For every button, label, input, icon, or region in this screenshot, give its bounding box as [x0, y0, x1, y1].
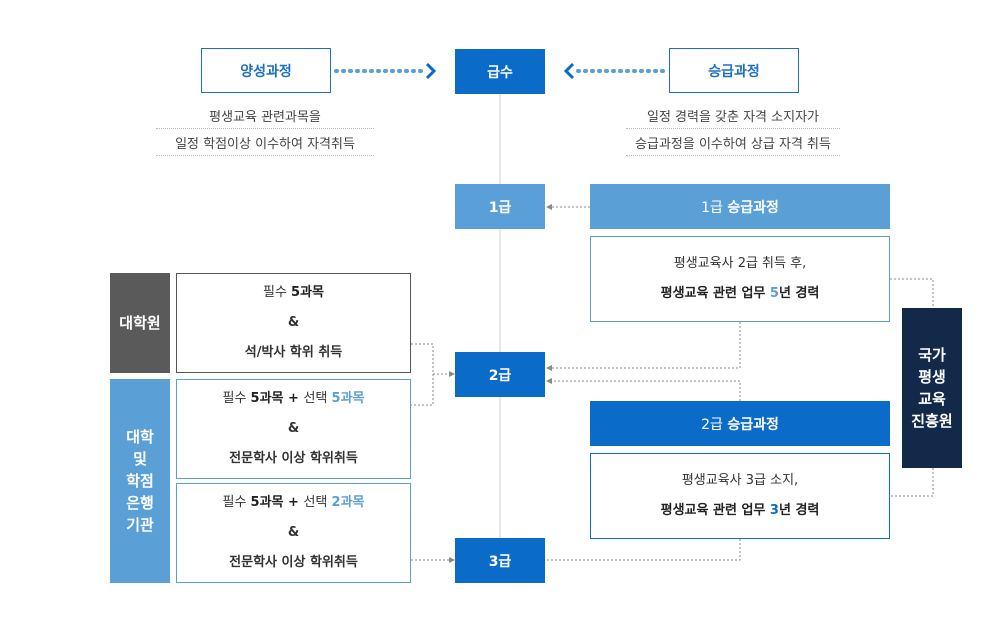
grad-req-must: 필수	[262, 285, 292, 300]
grade-3-label: 3급	[488, 553, 512, 570]
grad-school-label: 대학원	[119, 314, 161, 332]
grad-req-line-3: 석/박사 학위 취득	[244, 345, 343, 360]
univ3-req-card: 필수 5과목 + 선택 2과목 & 전문학사 이상 학위취득	[176, 483, 411, 583]
grade-header-box: 급수	[455, 49, 545, 94]
univ3-req-select: 선택	[303, 495, 332, 510]
g1-promo-line-2-tail: 년 경력	[778, 286, 820, 301]
g1-promo-line-2: 평생교육 관련 업무 5년 경력	[661, 279, 820, 309]
univ2-req-select-count: 5과목	[331, 391, 365, 406]
g1-promo-line-1: 평생교육사 2급 취득 후,	[673, 256, 807, 271]
univ2-req-line-3: 전문학사 이상 학위취득	[229, 451, 358, 466]
g1-promo-arrow	[546, 204, 552, 210]
grad-req-card: 필수 5과목 & 석/박사 학위 취득	[176, 273, 411, 373]
univ2-req-card: 필수 5과목 + 선택 5과목 & 전문학사 이상 학위취득	[176, 379, 411, 479]
agency-top-connector	[890, 278, 934, 308]
g2-promo-line-1: 평생교육사 3급 소지,	[681, 473, 799, 488]
g2-promo-header: 2급 승급과정	[590, 401, 890, 446]
agency-box: 국가 평생 교육 진흥원	[902, 308, 962, 468]
univ-line-5: 기관	[126, 516, 154, 534]
univ2-req-must-count: 5과목	[250, 391, 284, 406]
g2-promo-line-2: 평생교육 관련 업무 3년 경력	[661, 496, 820, 526]
grad-req-line-1: 필수 5과목	[263, 278, 324, 308]
g1-promo-head-title: 승급과정	[727, 199, 779, 216]
promo-desc-line-2: 승급과정을 이수하여 상급 자격 취득	[626, 134, 840, 156]
univ3-req-line-1: 필수 5과목 + 선택 2과목	[222, 488, 364, 518]
train-course-label: 양성과정	[240, 63, 292, 80]
g1-promo-head-grade: 1급	[701, 199, 728, 216]
promo-arrow-head	[563, 62, 575, 80]
grade-2-label: 2급	[488, 367, 512, 384]
g2-univ-arrow	[449, 371, 455, 377]
train-desc-line-2: 일정 학점이상 이수하여 자격취득	[156, 134, 374, 156]
agency-line-3: 교육	[918, 390, 946, 408]
promo-course-box: 승급과정	[669, 48, 799, 93]
train-desc-text-1: 평생교육 관련과목을	[209, 109, 321, 125]
g2-card-to-g3-line	[545, 539, 741, 561]
grade-2-box: 2급	[455, 352, 545, 397]
univ3-req-amp: &	[287, 525, 300, 540]
g1-card-to-g2-arrow	[546, 365, 552, 371]
univ-line-4: 은행	[126, 494, 154, 512]
agency-line-1: 국가	[918, 346, 946, 364]
univ3-req-must: 필수	[222, 495, 251, 510]
univ-line-3: 학점	[126, 472, 154, 490]
agency-bottom-connector	[890, 468, 934, 497]
promo-desc-text-2: 승급과정을 이수하여 상급 자격 취득	[635, 136, 831, 152]
agency-line-4: 진흥원	[911, 412, 953, 430]
grade-3-box: 3급	[455, 538, 545, 583]
univ2-req-must: 필수	[222, 391, 251, 406]
grad-req-amp: &	[287, 315, 300, 330]
promo-course-label: 승급과정	[708, 63, 760, 80]
univ2-req-line-1: 필수 5과목 + 선택 5과목	[222, 384, 364, 414]
univ-line-1: 대학	[126, 428, 154, 446]
train-arrow-head	[425, 62, 437, 80]
grad-school-box: 대학원	[110, 273, 170, 373]
g2-promo-years: 3	[769, 503, 779, 518]
univ3-req-plus: +	[283, 495, 304, 510]
agency-line-2: 평생	[918, 368, 946, 386]
univ-box: 대학 및 학점 은행 기관	[110, 379, 170, 583]
train-desc-text-2: 일정 학점이상 이수하여 자격취득	[175, 136, 355, 152]
g2-promo-to-g2-line	[552, 380, 741, 401]
grade-1-label: 1급	[488, 199, 512, 216]
g1-card-to-g2-line	[552, 322, 741, 369]
g2-promo-card: 평생교육사 3급 소지, 평생교육 관련 업무 3년 경력	[590, 453, 890, 539]
g1-promo-years: 5	[769, 286, 779, 301]
g2-univ-bracket	[411, 343, 434, 406]
grad-req-must-count: 5과목	[291, 285, 325, 300]
g1-promo-line-2-text: 평생교육 관련 업무	[660, 286, 770, 301]
g2-promo-head-title: 승급과정	[727, 416, 779, 433]
g1-promo-header: 1급 승급과정	[590, 184, 890, 229]
grade-header-label: 급수	[487, 64, 513, 81]
g1-promo-card: 평생교육사 2급 취득 후, 평생교육 관련 업무 5년 경력	[590, 236, 890, 322]
univ3-req-must-count: 5과목	[250, 495, 284, 510]
g2-promo-line-2-tail: 년 경력	[778, 503, 820, 518]
g2-promo-to-g2-arrow	[546, 378, 552, 384]
promo-desc-text-1: 일정 경력을 갖춘 자격 소지자가	[646, 109, 819, 125]
train-course-box: 양성과정	[201, 48, 331, 93]
g3-univ-arrow	[449, 557, 455, 563]
univ3-req-select-count: 2과목	[331, 495, 365, 510]
univ2-req-select: 선택	[303, 391, 332, 406]
univ2-req-amp: &	[287, 421, 300, 436]
univ-line-2: 및	[133, 450, 147, 468]
g2-promo-line-2-text: 평생교육 관련 업무	[660, 503, 770, 518]
train-desc-line-1: 평생교육 관련과목을	[156, 107, 374, 129]
univ2-req-plus: +	[283, 391, 304, 406]
promo-desc-line-1: 일정 경력을 갖춘 자격 소지자가	[626, 107, 840, 129]
univ3-req-line-3: 전문학사 이상 학위취득	[229, 555, 358, 570]
g2-promo-head-grade: 2급	[701, 416, 728, 433]
grade-1-box: 1급	[455, 184, 545, 229]
